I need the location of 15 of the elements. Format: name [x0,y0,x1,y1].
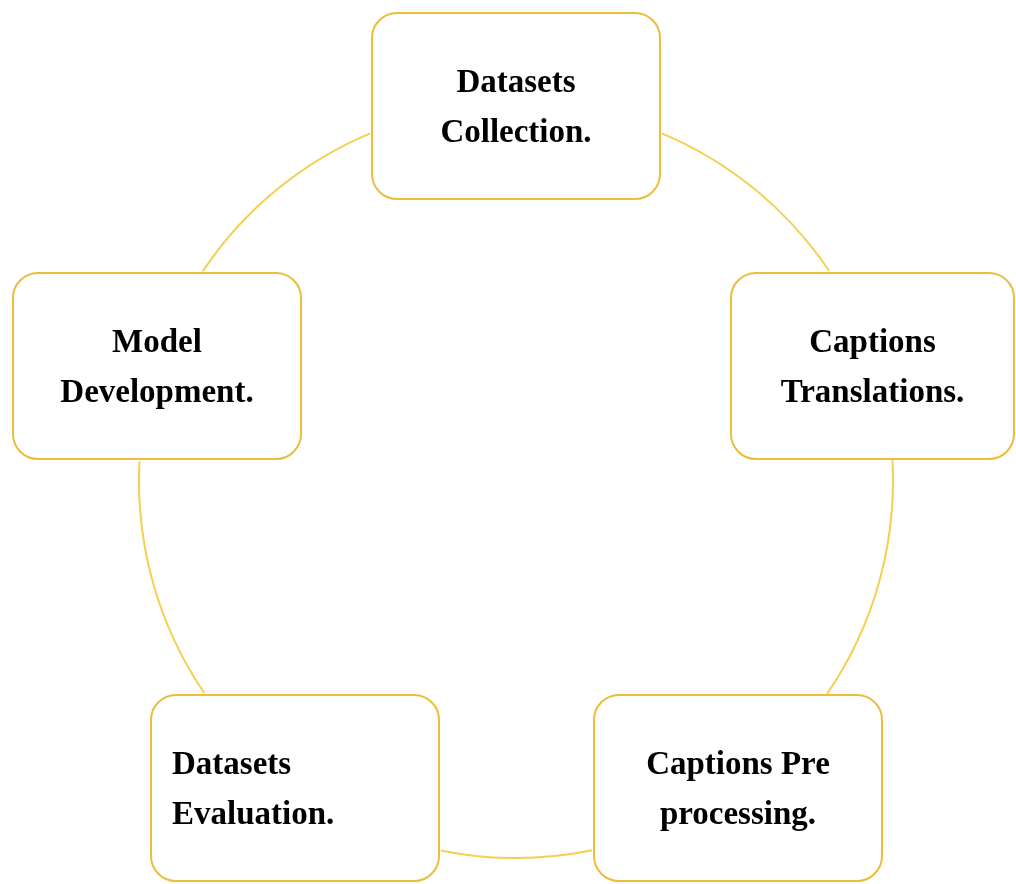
process-box [371,12,661,200]
process-box [150,694,440,882]
process-box [730,272,1015,460]
process-box [12,272,302,460]
connector-arc [439,849,593,859]
connector-arc [660,132,830,272]
connector-arc [201,132,372,273]
connector-arc [826,459,894,695]
box-label: Datasets Collection. [439,62,593,151]
box-label: Captions Translations. [779,322,966,411]
box-label: Datasets Evaluation. [172,744,336,833]
process-box [593,694,883,882]
box-label: Captions Pre processing. [645,744,831,833]
connector-arc [138,460,206,695]
box-label: Model Development. [59,322,255,411]
